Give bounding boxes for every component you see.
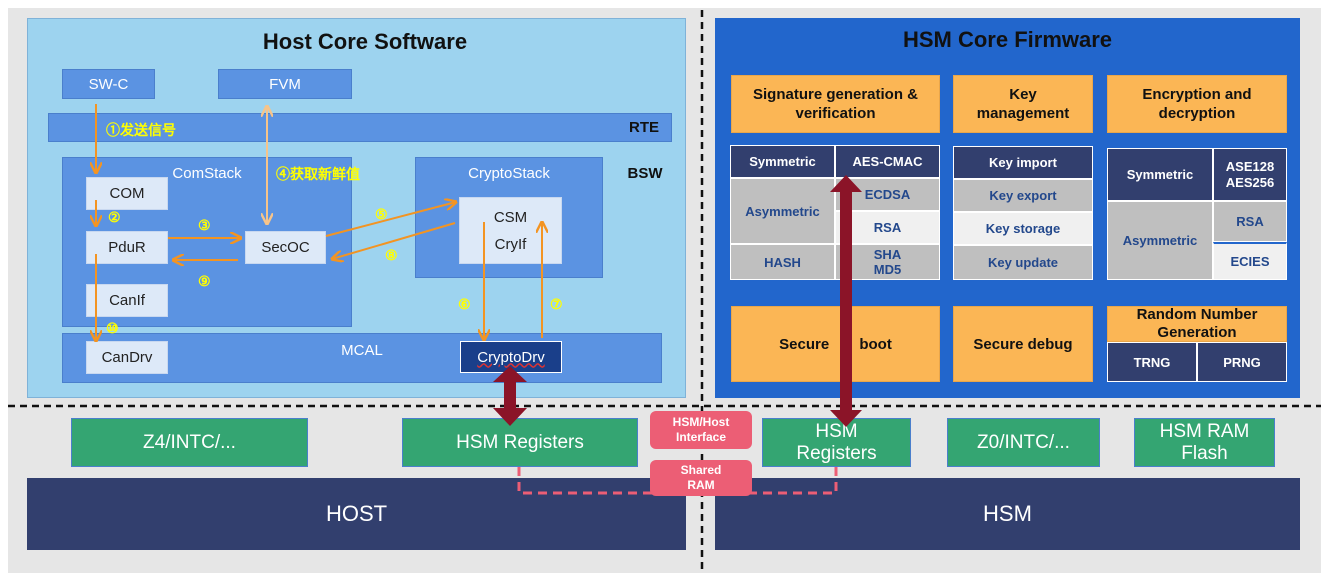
step-3: ③ <box>198 217 211 233</box>
key-export: Key export <box>953 179 1093 212</box>
step-9: ⑨ <box>198 273 211 289</box>
sig-ecdsa: ECDSA <box>835 178 940 211</box>
step-6: ⑥ <box>458 296 471 312</box>
secure-boot: Secure boot <box>731 306 940 382</box>
z0-intc-box: Z0/INTC/... <box>947 418 1100 467</box>
enc-header: Encryption and decryption <box>1107 75 1287 133</box>
rng-prng: PRNG <box>1197 342 1287 382</box>
key-header: Key management <box>953 75 1093 133</box>
md5-label: MD5 <box>873 262 902 277</box>
sig-hash: HASH <box>730 244 835 280</box>
step-4: ④获取新鲜值 <box>276 166 360 182</box>
enc-symmetric: Symmetric <box>1107 148 1213 201</box>
enc-asymmetric: Asymmetric <box>1107 201 1213 280</box>
sig-rsa: RSA <box>835 211 940 244</box>
com-box: COM <box>86 177 168 210</box>
hsm-host-interface-label: HSM/Host Interface <box>650 411 752 449</box>
sig-symmetric: Symmetric <box>730 145 835 178</box>
key-import: Key import <box>953 146 1093 179</box>
comstack-label: ComStack <box>172 165 242 182</box>
shared-ram-label: Shared RAM <box>650 460 752 496</box>
sig-aes-cmac: AES-CMAC <box>835 145 940 178</box>
step-2: ② <box>108 209 121 225</box>
rng-header: Random Number Generation <box>1107 306 1287 342</box>
csm-cryif-box: CSM CryIf <box>459 197 562 264</box>
rng-trng: TRNG <box>1107 342 1197 382</box>
swc-box: SW-C <box>62 69 155 99</box>
fvm-box: FVM <box>218 69 352 99</box>
step-7: ⑦ <box>550 296 563 312</box>
key-storage: Key storage <box>953 212 1093 245</box>
hsm-bar: HSM <box>715 478 1300 550</box>
rte-bar: RTE <box>48 113 672 142</box>
step-1: ①发送信号 <box>106 122 176 138</box>
secure-debug: Secure debug <box>953 306 1093 382</box>
cryif-label: CryIf <box>494 235 527 253</box>
bsw-label: BSW <box>627 164 663 182</box>
csm-label: CSM <box>493 208 528 226</box>
secoc-box: SecOC <box>245 231 326 264</box>
canif-box: CanIf <box>86 284 168 317</box>
sha-label: SHA <box>873 247 902 262</box>
enc-rsa: RSA <box>1213 201 1287 242</box>
z4-intc-box: Z4/INTC/... <box>71 418 308 467</box>
key-update: Key update <box>953 245 1093 280</box>
sig-header: Signature generation & verification <box>731 75 940 133</box>
enc-ecies: ECIES <box>1213 242 1287 280</box>
cryptostack-label: CryptoStack <box>468 165 550 182</box>
hsm-ram-flash: HSM RAM Flash <box>1134 418 1275 467</box>
cryptodrv-box: CryptoDrv <box>460 341 562 373</box>
step-8: ⑧ <box>385 247 398 263</box>
step-10: ⑩ <box>106 320 119 336</box>
host-title: Host Core Software <box>262 29 468 54</box>
hsm-registers: HSM Registers <box>762 418 911 467</box>
candrv-box: CanDrv <box>86 341 168 374</box>
rte-label: RTE <box>629 119 659 136</box>
pdur-box: PduR <box>86 231 168 264</box>
host-hsm-registers: HSM Registers <box>402 418 638 467</box>
step-5: ⑤ <box>375 206 388 222</box>
host-bar: HOST <box>27 478 686 550</box>
mcal-label: MCAL <box>341 342 383 359</box>
sig-asymmetric: Asymmetric <box>730 178 835 244</box>
hsm-title: HSM Core Firmware <box>902 27 1113 52</box>
enc-aes: ASE128 AES256 <box>1213 148 1287 201</box>
